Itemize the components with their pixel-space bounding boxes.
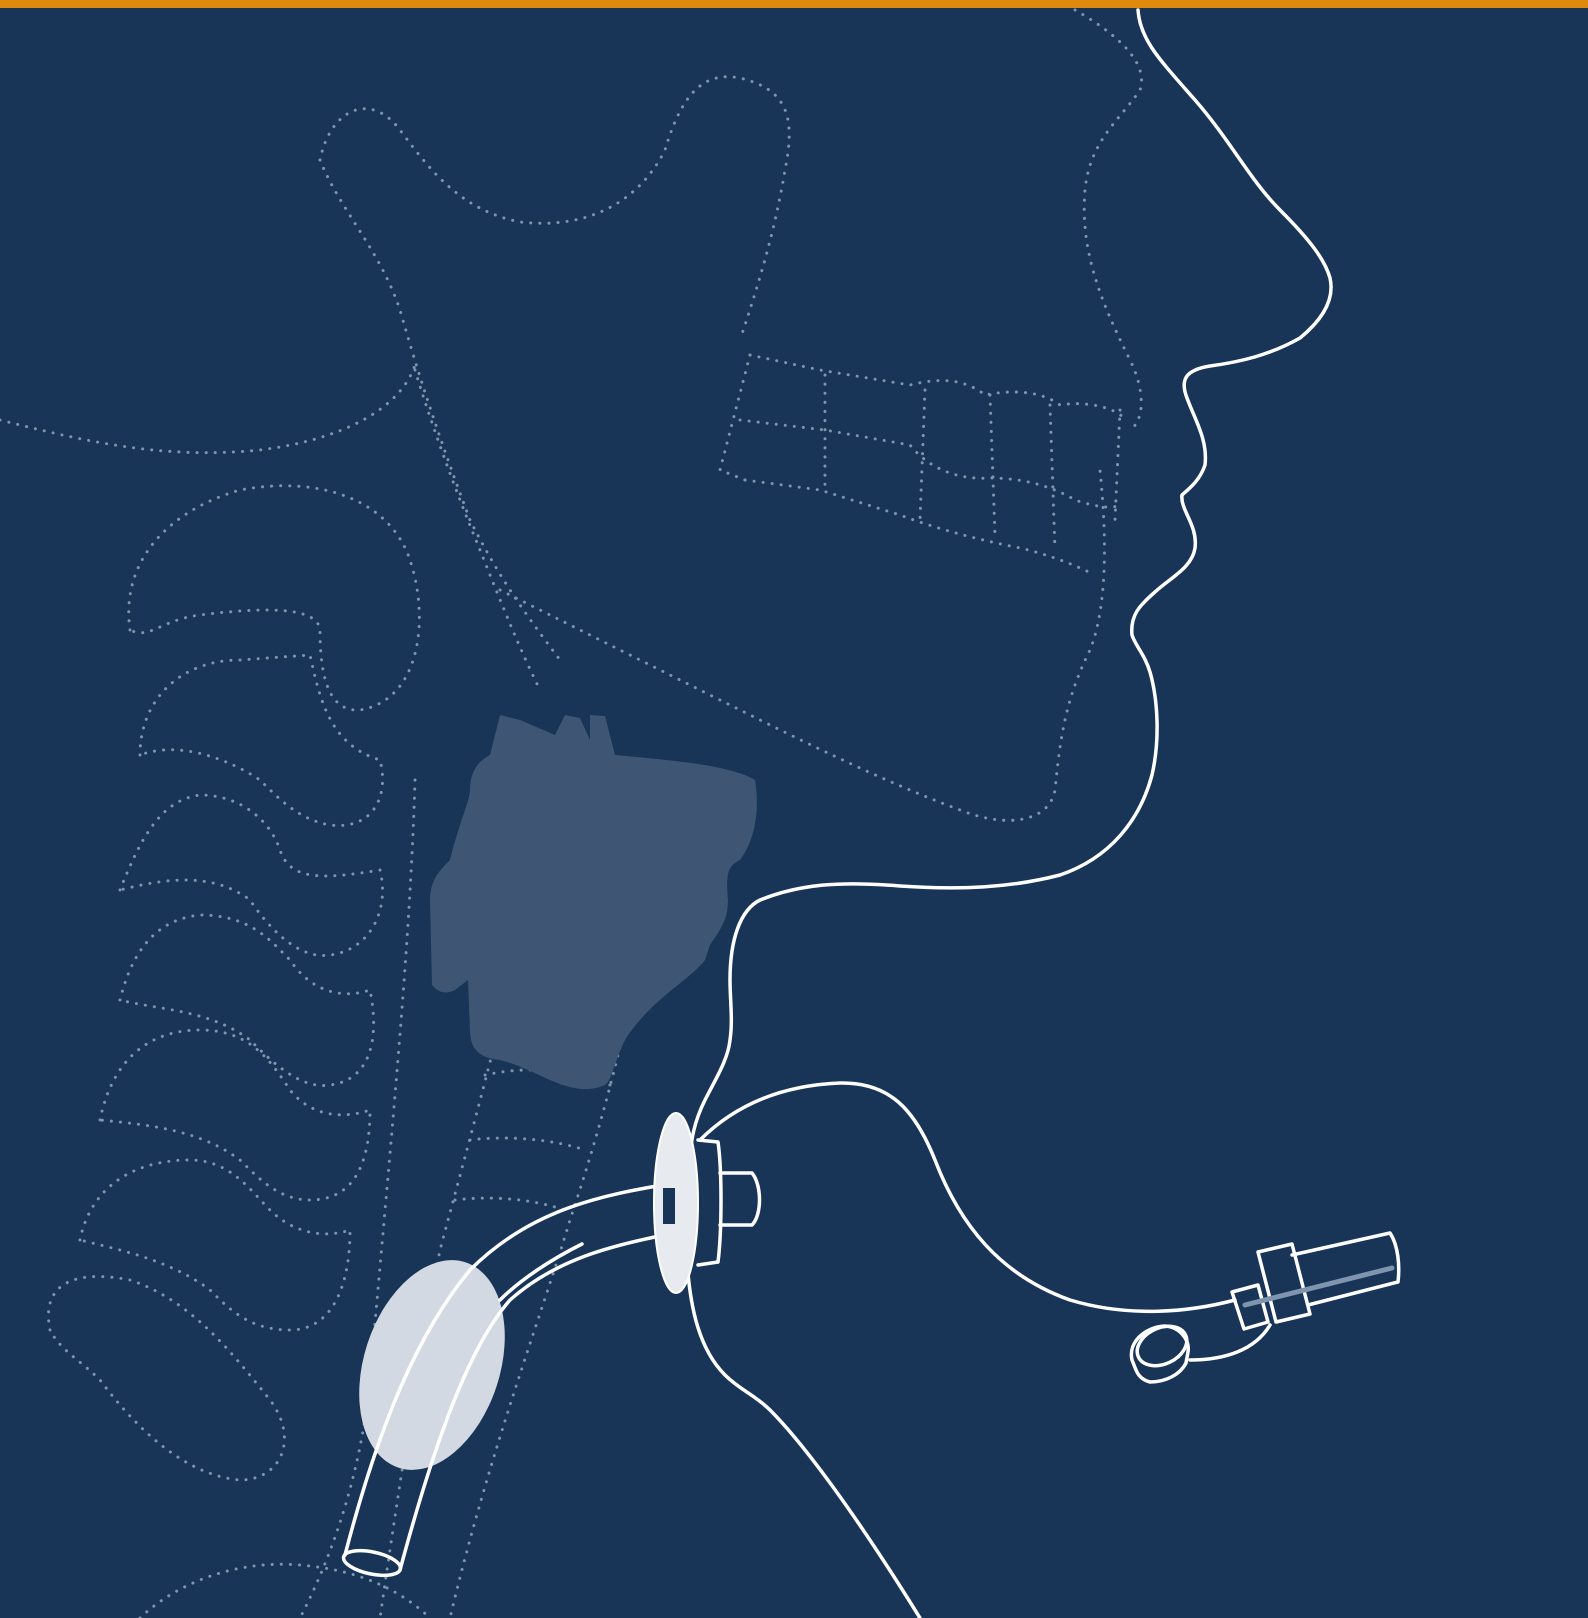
tube-15mm-connector [720,1173,760,1225]
skull-base-outline [320,77,789,340]
occipital-line [0,365,415,453]
pilot-valve [1232,1233,1399,1329]
tube-inner-line [500,1244,582,1300]
face-contour-dotted [1075,10,1142,430]
tracheostomy-tube [334,1083,1399,1580]
valve-cap [1131,1319,1193,1382]
tube-cuff-balloon [334,1241,530,1488]
pilot-line [700,1083,1235,1311]
larynx-cartilage [430,715,757,1089]
valve-cap-tether [1190,1325,1270,1360]
clivus-outline [320,160,560,660]
face-profile-outline [690,10,1331,1165]
flange-slot [663,1188,675,1224]
cervical-spine-outline [48,486,430,1618]
tube-hub [698,1140,721,1265]
tube-neck-flange [654,1113,698,1293]
neck-front-outline [687,1260,920,1618]
tube-distal-tip [341,1546,402,1580]
teeth-outline [720,355,1125,575]
